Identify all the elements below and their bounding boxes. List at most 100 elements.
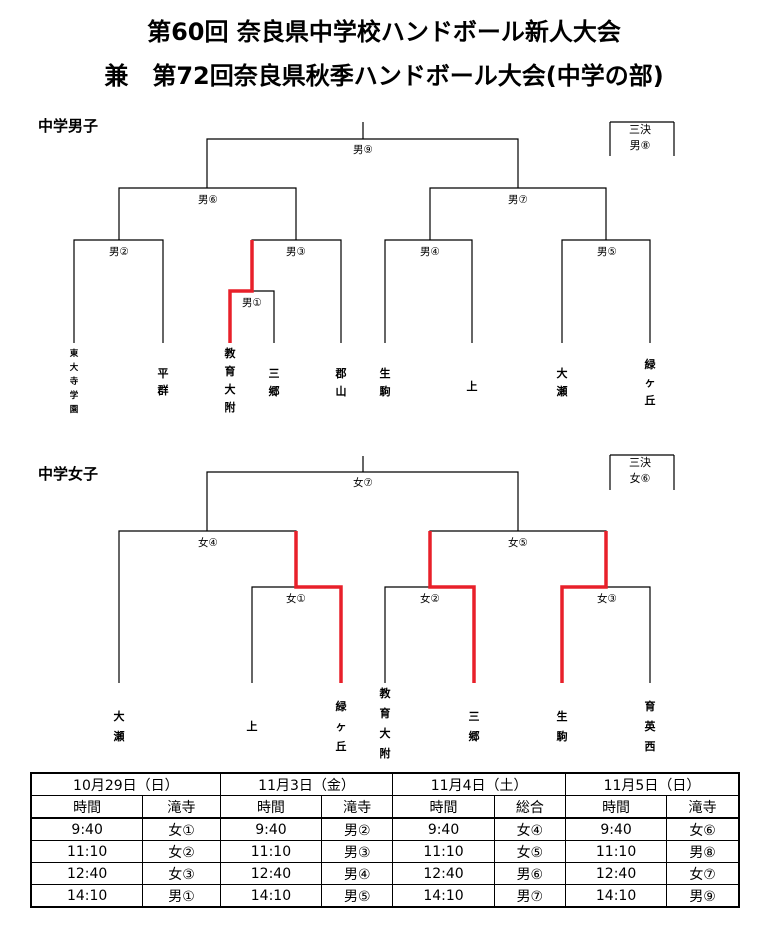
team-name-char: 生 [557, 709, 568, 723]
match-time: 12:40 [564, 862, 668, 885]
match-id: 男② [321, 817, 394, 841]
team-name-char: 郷 [269, 384, 280, 398]
team-g-midorigaoka: 緑ヶ丘 [336, 699, 348, 753]
team-name-char: ヶ [645, 376, 656, 389]
match-time: 11:10 [564, 840, 668, 863]
girls-semi-left [118, 530, 297, 683]
match-time: 9:40 [219, 817, 323, 841]
match-id: 女⑥ [666, 817, 741, 841]
day-header: 11月4日（土） [392, 772, 566, 796]
schedule-table: 10月29日（日） 11月3日（金） 11月4日（土） 11月5日（日） 時間 … [29, 772, 741, 908]
match-id: 女⑦ [666, 862, 741, 885]
match-time: 14:10 [392, 884, 495, 908]
team-name-char: 園 [70, 405, 79, 415]
match-id: 女③ [142, 862, 221, 885]
team-g-ikoma: 生駒 [557, 709, 568, 743]
team-name-char: 学 [70, 390, 79, 401]
boys-m5 [561, 239, 651, 343]
match-label: 女④ [198, 536, 218, 549]
team-b-ikoma: 生駒 [380, 366, 391, 398]
schedule-day-row: 10月29日（日） 11月3日（金） 11月4日（土） 11月5日（日） [29, 772, 740, 796]
third-place-label: 三決 [629, 456, 651, 469]
boys-section-label: 中学男子 [38, 117, 99, 135]
team-name-char: 三 [269, 367, 280, 380]
match-time: 9:40 [392, 817, 495, 841]
team-name-char: 緑 [645, 357, 657, 371]
match-time: 12:40 [219, 862, 323, 885]
match-time: 11:10 [30, 840, 144, 863]
third-place-match: 男⑧ [629, 139, 651, 152]
team-name-char: 大 [557, 366, 568, 380]
team-name-char: 西 [645, 740, 656, 753]
time-header: 時間 [219, 795, 323, 819]
team-name-char: 大 [114, 709, 125, 723]
team-name-char: 大 [70, 362, 79, 373]
match-label: 女② [420, 592, 440, 605]
team-name-char: 丘 [336, 740, 347, 753]
team-name-char: 附 [380, 746, 391, 760]
third-place-match: 女⑥ [629, 472, 651, 485]
team-name-char: 育 [645, 699, 656, 713]
team-name-char: 駒 [557, 729, 568, 743]
match-label: 男④ [420, 246, 440, 258]
girls-winner-path-w2 [428, 531, 476, 683]
match-label: 男⑦ [508, 194, 528, 206]
girls-section-label: 中学女子 [38, 465, 99, 483]
match-label: 男③ [286, 246, 306, 258]
team-g-ose: 大瀬 [114, 709, 125, 743]
boys-m4 [384, 239, 473, 343]
team-name-char: 東 [70, 348, 79, 359]
team-name-char: ヶ [336, 720, 347, 733]
match-time: 11:10 [392, 840, 495, 863]
match-id: 女① [142, 817, 221, 841]
time-header: 時間 [392, 795, 495, 819]
day-header: 10月29日（日） [29, 772, 221, 796]
match-label: 女⑦ [353, 476, 373, 489]
match-label: 男⑨ [353, 144, 373, 156]
match-time: 14:10 [30, 884, 144, 908]
team-name-char: 丘 [645, 394, 656, 407]
team-name-char: 大 [380, 726, 391, 740]
venue-header: 滝寺 [142, 795, 221, 819]
team-name-char: 平 [158, 367, 169, 380]
match-id: 女④ [493, 817, 566, 841]
team-name-char: 群 [157, 383, 169, 397]
team-b-ose: 大瀬 [557, 366, 568, 398]
match-label: 女③ [597, 592, 617, 605]
venue-header: 滝寺 [666, 795, 741, 819]
boys-final-bracket [206, 138, 519, 188]
day-header: 11月3日（金） [219, 772, 394, 796]
match-time: 9:40 [564, 817, 668, 841]
team-g-ue: 上 [247, 719, 258, 733]
boys-semi-right [429, 187, 607, 240]
boys-winner-path [228, 240, 254, 343]
boys-third-frame [609, 121, 675, 156]
time-header: 時間 [564, 795, 668, 819]
girls-third-frame [609, 454, 675, 490]
team-name-char: 駒 [380, 384, 391, 398]
match-id: 男⑧ [666, 840, 741, 863]
boys-semi-left [118, 187, 297, 240]
third-place-label: 三決 [629, 123, 651, 136]
tournament-title: 第60回 奈良県中学校ハンドボール新人大会 [147, 18, 621, 46]
team-name-char: 附 [225, 400, 236, 414]
girls-final-bracket [206, 471, 519, 531]
match-time: 12:40 [30, 862, 144, 885]
match-id: 男⑥ [493, 862, 566, 885]
girls-winner-path-w1 [294, 531, 343, 683]
match-id: 男① [142, 884, 221, 908]
boys-third-place-box: 三決 男⑧ [608, 122, 672, 154]
team-b-sango: 三郷 [269, 367, 280, 398]
team-b-heguri: 平群 [157, 367, 169, 397]
team-b-koriyama: 郡山 [335, 367, 347, 398]
team-name-char: 山 [336, 384, 347, 398]
match-label: 男⑤ [597, 246, 617, 258]
team-g-ikuei: 育英西 [644, 699, 657, 753]
match-label: 女⑤ [508, 536, 528, 549]
